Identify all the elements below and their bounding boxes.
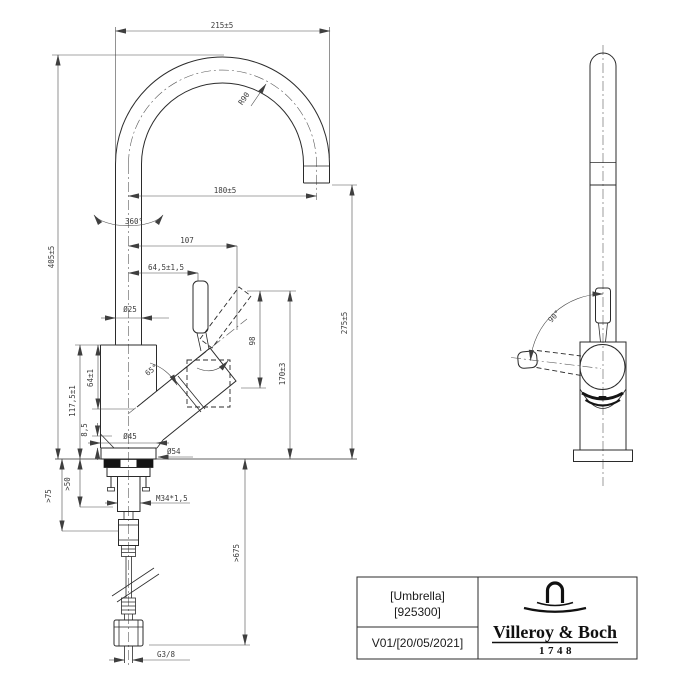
dim-spout-tube-diameter: Ø25 (101, 305, 169, 321)
dim-spout-width-label: 215±5 (211, 21, 234, 30)
dim-lever-angle: 65° (143, 362, 159, 377)
dim-handle-top-height: 170±3 (278, 290, 293, 460)
dim-lever-offset-label: 64,5±1,5 (148, 263, 184, 272)
dim-spout-width: 215±5 (115, 21, 331, 160)
dim-handle-top-height-label: 170±3 (278, 363, 287, 386)
dim-body-diameter-label: Ø45 (123, 432, 137, 441)
dim-outlet-height-label: 275±5 (340, 312, 349, 335)
dim-spout-radius: R90 (236, 83, 267, 107)
dim-flange-diameter-label: Ø54 (167, 447, 181, 456)
side-view: 90° (510, 45, 633, 486)
dim-hose-thread-label: G3/8 (157, 650, 176, 659)
dim-lever-height-label: 98 (248, 336, 257, 346)
brand-name: Villeroy & Boch (493, 622, 617, 642)
product-code: [925300] (394, 605, 441, 619)
dim-overall-height: 405±5 (47, 54, 224, 460)
dim-base-offset: 8,5 (80, 423, 112, 460)
mounting-hardware (55, 447, 357, 512)
dim-outlet-height: 275±5 (332, 184, 357, 460)
dim-body-height: 117,5±1 (68, 344, 116, 460)
title-block: [Umbrella] [925300] V01/[20/05/2021] Vil… (356, 576, 638, 660)
dim-flange-diameter: Ø54 (157, 447, 193, 460)
product-name: [Umbrella] (390, 589, 445, 603)
dim-hose-length: >675 (149, 458, 250, 646)
seal-gasket (136, 459, 153, 468)
dim-spout-tube-diameter-label: Ø25 (123, 305, 137, 314)
dim-lever-height: 98 (241, 290, 296, 389)
dim-handle-reach: 107 (128, 236, 238, 330)
dim-hose-length-label: >675 (232, 544, 241, 562)
dim-spout-reach: 180±5 (128, 186, 317, 199)
version-date: V01/[20/05/2021] (372, 636, 463, 650)
dim-handle-swing-angle-label: 90° (546, 308, 562, 324)
dim-handle-swing-angle: 90° (528, 291, 604, 361)
handle-housing-dashed (186, 359, 231, 408)
dim-lever-angle-label: 65° (143, 362, 159, 377)
dim-clearance-below: >75 (44, 458, 119, 532)
dim-body-diameter: Ø45 (88, 432, 169, 446)
brand-logo-icon (523, 581, 587, 613)
side-spout-tube (589, 52, 617, 342)
hose-end-nut (113, 619, 144, 647)
dim-mounting-thread: M34*1,5 (105, 494, 190, 506)
dim-base-offset-label: 8,5 (80, 423, 89, 437)
dim-overall-height-label: 405±5 (47, 246, 56, 269)
dim-lever-offset: 64,5±1,5 (128, 263, 199, 281)
handle-lever (192, 280, 209, 334)
dim-hose-thread: G3/8 (109, 650, 190, 663)
side-handle-horizontal-dashed (510, 350, 602, 376)
dim-body-upper-height-label: 64±1 (86, 369, 95, 387)
spout-outline (115, 56, 330, 345)
handle-lever-rotated-dashed (199, 286, 252, 349)
side-base-plate (573, 449, 633, 462)
dim-spout-radius-label: R90 (236, 90, 251, 107)
dim-spout-reach-label: 180±5 (214, 186, 237, 195)
dim-swivel-angle-label: 360° (125, 217, 143, 226)
hose-break-symbol (111, 567, 160, 603)
dim-deck-min-thickness-label: >50 (63, 477, 72, 491)
dim-body-height-label: 117,5±1 (68, 385, 77, 417)
dim-deck-min-thickness: >50 (63, 458, 113, 508)
supply-hose (111, 511, 160, 663)
dim-mounting-thread-label: M34*1,5 (156, 494, 188, 503)
dim-body-upper-height: 64±1 (86, 344, 134, 410)
dim-clearance-below-label: >75 (44, 489, 53, 503)
seal-gasket (104, 459, 121, 468)
dim-handle-reach-label: 107 (180, 236, 194, 245)
dim-swivel-angle: 360° (93, 214, 164, 226)
brand-year: 1748 (539, 645, 575, 657)
front-view: 215±5 R90 405±5 180±5 360° 107 64,5 (44, 21, 357, 666)
